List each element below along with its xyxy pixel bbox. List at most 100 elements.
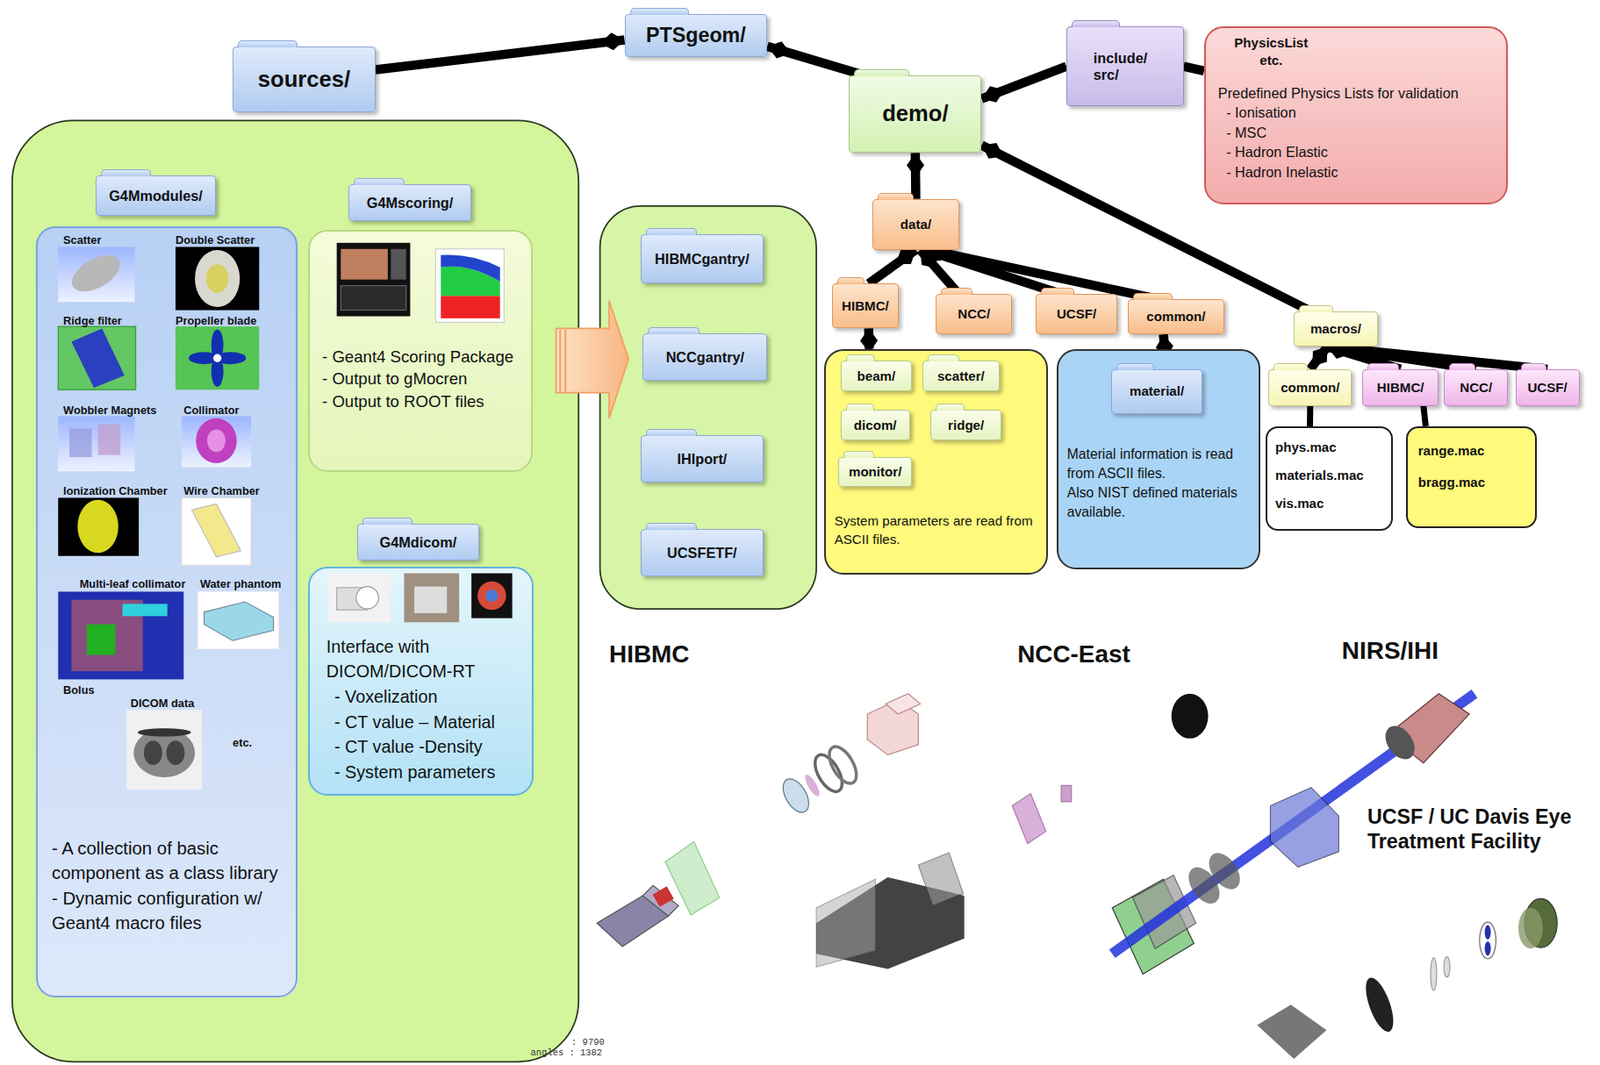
hibmc-render-part [652,886,675,907]
wire-chamber-thumb-part [181,497,252,566]
ucsf-render-part [1479,922,1497,960]
component-label: Ionization Chamber [63,484,168,498]
propeller-thumb [175,326,259,390]
ridge-filter-thumb-part [57,326,136,390]
folder-node: demo/ [848,75,982,153]
dicom-thumb [126,710,202,790]
ion-chamber-thumb [57,497,139,556]
folder-node: NCC/ [1443,369,1508,407]
wire-chamber-thumb [181,497,252,566]
ion-chamber-thumb-part [57,497,139,556]
folder-node: IHIport/ [640,435,764,482]
panel-heading: PhysicsList etc. [1218,34,1313,69]
wire-chamber-thumb-part [192,503,242,557]
body-text: - Output to ROOT files [322,390,527,414]
panel-box: Material information is read from ASCII … [1056,349,1260,570]
folder-label: data/ [900,216,932,232]
facility-label: NCC-East [1017,639,1131,669]
body-text: bragg.mac [1418,473,1529,492]
composition-link [375,40,625,71]
body-text: - Voxelization [326,684,524,711]
folder-node: ridge/ [930,409,1002,441]
body-text: Predefined Physics Lists for validation [1218,83,1499,103]
component-label: Double Scatter [175,233,255,247]
component-label: Multi-leaf collimator [79,577,187,591]
body-text: vis.mac [1275,495,1385,513]
folder-label: dicom/ [853,417,897,433]
status-text: : 9790 [571,1037,605,1049]
ncc-render-part [1061,785,1072,803]
body-text: - CT value -Density [326,734,524,761]
dicom-thumb-part [133,728,195,778]
collimator-thumb-part [207,430,226,453]
ncc-render-part [1171,694,1209,740]
body-text: System parameters are read from ASCII fi… [834,511,1039,549]
double-scatter-thumb [175,246,259,310]
dicom-thumb-part [143,740,163,766]
body-text: Material information is read from ASCII … [1067,444,1251,484]
ridge-filter-thumb-part [71,328,124,388]
folder-label: NCC/ [957,306,991,322]
component-label: Water phantom [200,577,282,591]
folder-node: data/ [872,199,960,251]
block-arrow-part [559,330,561,393]
scatter-thumb [57,246,135,302]
folder-node: HIBMCgantry/ [640,234,764,284]
dicom-thumb-part [166,740,186,766]
nirs-render-part [1202,847,1247,896]
wobbler-thumb-part [98,424,122,456]
folder-node: macros/ [1293,311,1378,348]
wobbler-thumb-part [69,428,93,458]
folder-label: include/ src/ [1093,50,1157,83]
composition-link [911,152,921,199]
nirs-render-part [1269,788,1339,869]
folder-label: HIBMCgantry/ [654,251,750,268]
hibmc-render-part [642,885,679,917]
mlc-thumb-part [86,624,116,656]
folder-node: sources/ [232,46,376,112]
scoring-thumbs-part [340,286,406,311]
block-arrow-part [556,301,630,419]
folder-label: material/ [1129,383,1184,399]
composition-link [1310,346,1328,370]
component-label: Collimator [183,403,239,417]
scatter-thumb-part [65,247,127,299]
water-phantom-thumb-part [204,602,274,641]
facility-label: HIBMC [609,639,689,669]
dicom-panel-thumbs-part [414,587,447,614]
body-text: - Output to gMocren [322,367,527,391]
composition-link [767,46,865,76]
facility-label: NIRS/IHI [1341,636,1439,666]
body-text: Also NIST defined materials available. [1067,483,1251,523]
folder-node: UCSF/ [1035,294,1118,336]
folder-node: monitor/ [838,457,912,488]
composition-link [1327,346,1548,370]
folder-node: beam/ [840,360,912,392]
folder-label: common/ [1280,380,1340,395]
panel-box: G4Mscoring/- Geant4 Scoring Package- Out… [308,229,533,474]
dicom-panel-thumbs-part [356,587,380,610]
dicom-panel-thumbs-part [485,589,498,603]
panel-heading: G4Mdicom/ [357,523,481,561]
component-label: Propeller blade [175,314,257,328]
folder-label: demo/ [882,100,948,127]
panel-fills-part [308,567,534,797]
folder-label: beam/ [857,368,897,384]
component-label: DICOM data [130,696,194,711]
scoring-thumbs-part [435,249,504,323]
propeller-thumb-part [213,354,222,363]
folder-node: UCSF/ [1515,369,1580,407]
folder-node: dicom/ [840,409,911,441]
dicom-panel-thumbs-part [403,573,460,624]
body-text: Interface with DICOM/DICOM-RT [326,634,524,685]
double-scatter-thumb-part [206,264,230,294]
block-arrow [556,301,630,419]
body-text: - Dynamic configuration w/ Geant4 macro … [51,886,288,937]
double-scatter-thumb-part [175,246,259,310]
folder-node: scatter/ [922,360,1000,392]
scatter-thumb-part [57,246,135,302]
block-arrow-part [564,330,567,393]
mlc-thumb-part [57,591,184,680]
composition-link [1183,66,1205,72]
water-phantom-thumb [198,591,280,649]
